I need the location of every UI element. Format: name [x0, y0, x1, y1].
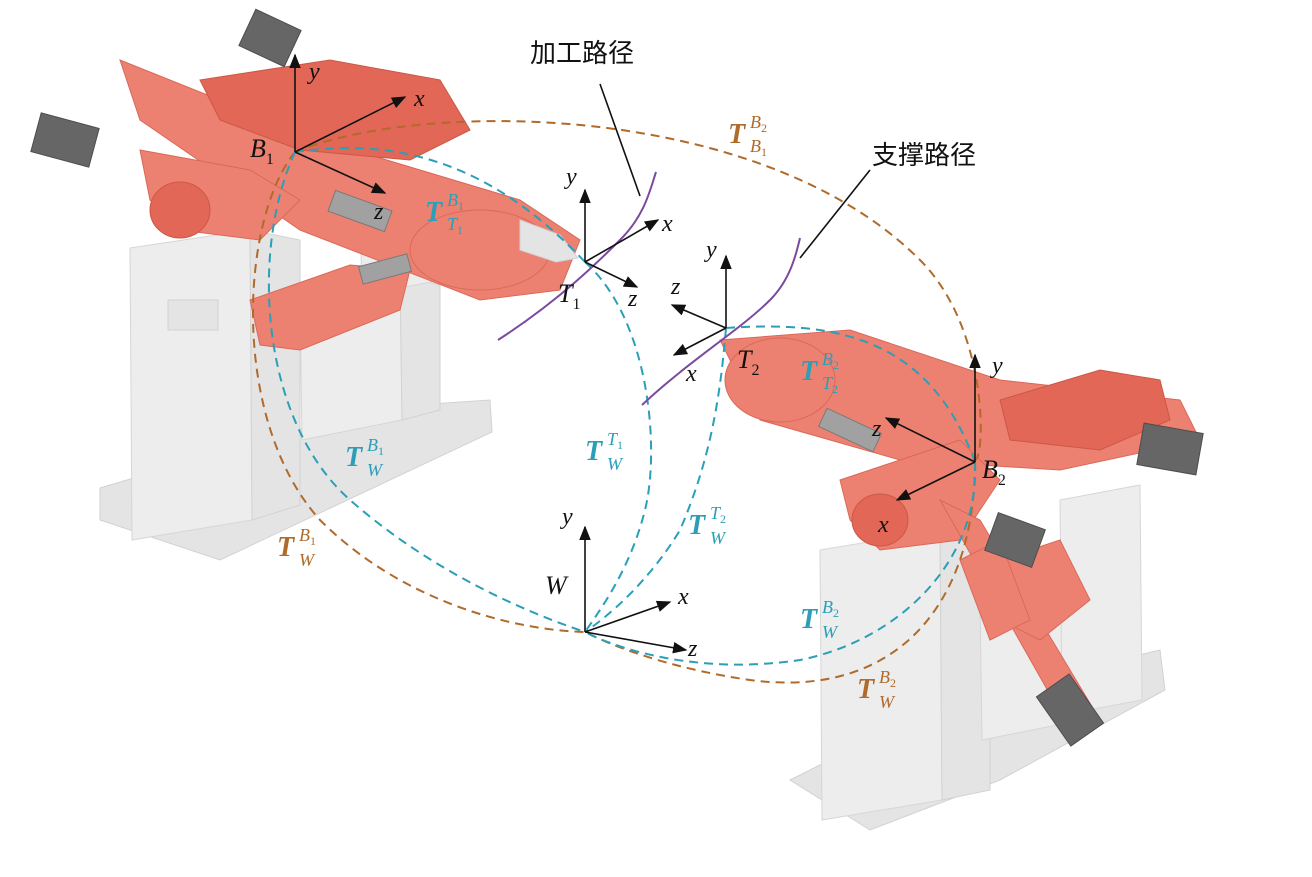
B1-z-label: z — [373, 199, 384, 225]
B1-x-label: x — [413, 86, 425, 112]
svg-text:T: T — [800, 356, 819, 387]
svg-text:T: T — [425, 197, 444, 228]
B2-y-label: y — [990, 353, 1003, 379]
path-B2-W-brown — [584, 461, 976, 684]
svg-text:T: T — [857, 674, 876, 705]
svg-text:T2: T2 — [710, 503, 726, 526]
B1-origin-label: B1 — [250, 134, 274, 168]
svg-text:B2: B2 — [822, 597, 839, 620]
label-T-W-T2: T T2 W — [688, 503, 727, 548]
path-T2-B2 — [725, 325, 976, 463]
label-T-W-B1-brown: T B1 W — [277, 525, 316, 570]
svg-text:B1: B1 — [367, 435, 384, 458]
T2-y-label: y — [704, 237, 717, 263]
svg-text:B1: B1 — [750, 136, 767, 159]
T1-origin-label: T1 — [558, 279, 580, 313]
svg-text:T: T — [585, 436, 604, 467]
frame-B1 — [289, 53, 407, 194]
W-z-label: z — [687, 636, 698, 662]
svg-text:T1: T1 — [607, 429, 623, 452]
B2-origin-label: B2 — [982, 455, 1006, 489]
B1-y-label: y — [307, 59, 320, 85]
label-T-T1-B1: T B1 T1 — [425, 190, 464, 237]
B2-x-label: x — [877, 512, 889, 538]
svg-text:T2: T2 — [822, 373, 838, 396]
svg-text:T1: T1 — [447, 214, 463, 237]
left-robot — [30, 8, 581, 561]
T2-z-label: z — [670, 274, 681, 300]
svg-text:B2: B2 — [822, 349, 839, 372]
frame-T2 — [670, 254, 732, 356]
label-T-W-B2-brown: T B2 W — [857, 667, 896, 712]
W-y-label: y — [560, 504, 573, 530]
label-T-W-B1-cyan: T B1 W — [345, 435, 384, 480]
svg-text:T: T — [277, 532, 296, 563]
svg-text:W: W — [879, 692, 896, 712]
frame-W — [579, 525, 688, 654]
W-origin-label: W — [545, 571, 569, 600]
svg-text:B2: B2 — [879, 667, 896, 690]
path-B1-W-brown — [251, 151, 586, 633]
svg-text:W: W — [710, 528, 727, 548]
right-robot — [719, 329, 1204, 831]
svg-text:T: T — [728, 119, 747, 150]
support-path-leader — [799, 169, 871, 259]
support-path-label: 支撑路径 — [872, 141, 976, 171]
T1-x-label: x — [661, 211, 673, 237]
label-T-B1-B2: T B2 B1 — [728, 112, 767, 159]
frame-T1 — [579, 188, 660, 288]
svg-text:B1: B1 — [299, 525, 316, 548]
machining-path-label: 加工路径 — [530, 39, 634, 69]
label-T-T2-B2: T B2 T2 — [800, 349, 839, 396]
svg-text:B1: B1 — [447, 190, 464, 213]
svg-text:T: T — [800, 604, 819, 635]
path-T2-W — [584, 327, 727, 633]
frame-B2 — [884, 353, 981, 501]
B2-z-label: z — [871, 416, 882, 442]
path-B2-W — [584, 461, 977, 666]
T1-z-label: z — [627, 286, 638, 312]
svg-text:T: T — [688, 510, 707, 541]
label-T-W-B2-cyan: T B2 W — [800, 597, 839, 642]
svg-text:B2: B2 — [750, 112, 767, 135]
svg-text:W: W — [299, 550, 316, 570]
svg-text:W: W — [367, 460, 384, 480]
T2-origin-label: T2 — [737, 345, 759, 379]
T2-x-label: x — [685, 361, 697, 387]
label-T-W-T1: T T1 W — [585, 429, 624, 474]
support-path-curve — [641, 237, 801, 406]
T1-y-label: y — [564, 164, 577, 190]
path-B1-T1 — [294, 147, 586, 263]
path-B1-B2-top — [294, 120, 982, 461]
W-x-label: x — [677, 584, 689, 610]
transform-paths — [251, 120, 982, 684]
machining-path-leader — [599, 83, 641, 197]
path-B1-W — [268, 151, 586, 633]
svg-text:W: W — [822, 622, 839, 642]
svg-text:T: T — [345, 442, 364, 473]
svg-text:W: W — [607, 454, 624, 474]
path-T1-W — [584, 261, 653, 633]
